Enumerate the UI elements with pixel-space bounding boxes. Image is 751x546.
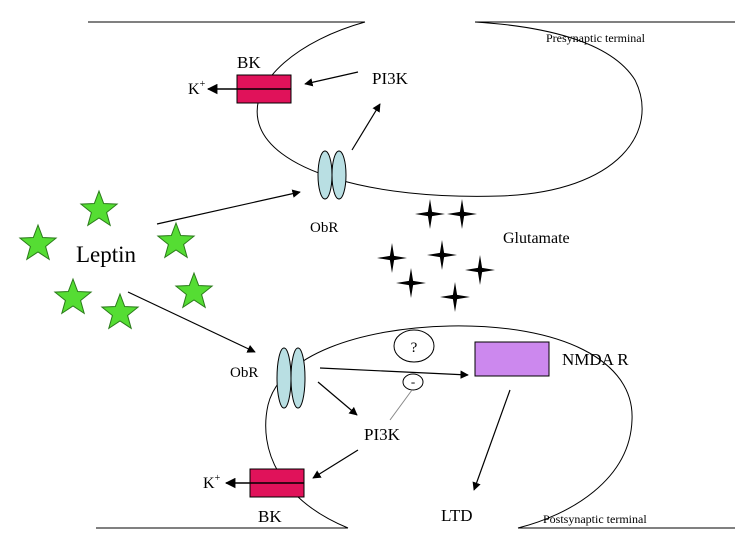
obr-receptor-top — [317, 150, 347, 200]
pi3k-bottom-label: PI3K — [364, 425, 401, 444]
obr-top-label: ObR — [310, 220, 338, 236]
bk-top-label: BK — [237, 53, 261, 72]
leptin-star-icon — [174, 271, 214, 309]
pi3k-to-bk-arrow-bottom — [312, 449, 359, 479]
inhibition-minus: - — [411, 374, 415, 389]
leptin-star-icon — [100, 292, 140, 330]
obr-bottom-label: ObR — [230, 365, 258, 381]
glutamate-star-icon — [377, 243, 407, 273]
nmda-receptor — [474, 341, 550, 377]
obr-to-pi3k-arrow-bottom — [317, 381, 358, 416]
obr-to-pi3k-arrow-top — [351, 103, 381, 151]
postsynaptic-label: Postsynaptic terminal — [543, 512, 647, 526]
leptin-star-icon — [156, 221, 196, 259]
glutamate-star-icon — [465, 255, 495, 285]
k-ion-bottom-label: K+ — [203, 473, 221, 492]
glutamate-star-icon — [427, 240, 457, 270]
unknown-pathway-circle — [393, 329, 435, 363]
nmda-label: NMDA R — [562, 350, 629, 369]
leptin-star-icon — [79, 189, 119, 227]
presynaptic-membrane — [256, 21, 643, 197]
leptin-to-obr-top-arrow — [156, 189, 301, 225]
leptin-star-group — [18, 189, 214, 330]
presynaptic-terminal — [88, 21, 735, 197]
postsynaptic-membrane — [265, 325, 633, 529]
glutamate-star-icon — [396, 268, 426, 298]
pi3k-to-bk-arrow-top — [304, 71, 359, 87]
presynaptic-label: Presynaptic terminal — [546, 31, 646, 45]
obr-to-nmda-arrow — [319, 367, 469, 379]
glutamate-star-group — [377, 199, 495, 312]
bk-bottom-label: BK — [258, 507, 282, 526]
glutamate-star-icon — [415, 199, 445, 229]
pi3k-top-label: PI3K — [372, 69, 409, 88]
k-ion-top-label: K+ — [188, 79, 206, 98]
question-mark: ? — [411, 340, 418, 356]
leptin-star-icon — [18, 223, 58, 261]
glutamate-star-icon — [447, 199, 477, 229]
ltd-label: LTD — [441, 506, 473, 525]
glutamate-star-icon — [440, 282, 470, 312]
leptin-label: Leptin — [76, 242, 137, 267]
glutamate-label: Glutamate — [503, 230, 570, 247]
nmda-to-ltd-arrow — [472, 389, 511, 491]
obr-receptor-bottom — [276, 347, 306, 409]
pi3k-inhibition-line — [389, 389, 413, 421]
postsynaptic-terminal — [96, 325, 735, 529]
inhibition-circle — [402, 373, 424, 391]
leptin-to-obr-bottom-arrow — [127, 291, 256, 353]
leptin-star-icon — [53, 277, 93, 315]
